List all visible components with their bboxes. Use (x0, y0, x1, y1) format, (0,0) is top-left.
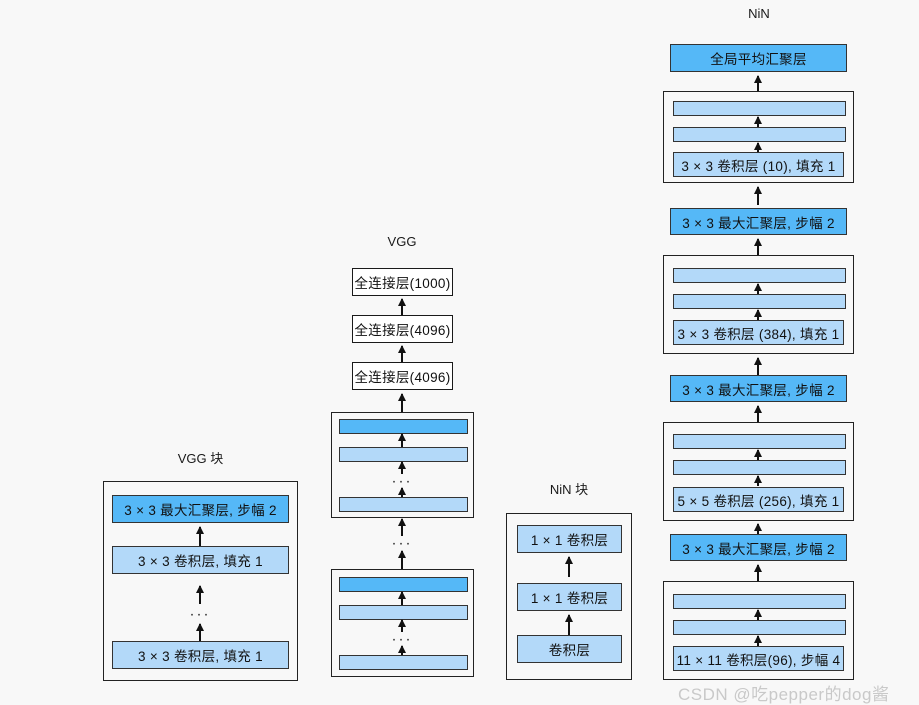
nin-title: NiN (748, 6, 770, 21)
nin-block-container (506, 513, 632, 680)
nin-stage-1-maxpool[interactable]: 3 × 3 最大汇聚层, 步幅 2 (670, 208, 847, 235)
vgg-title: VGG (387, 234, 417, 249)
vgg-block-title: VGG 块 (177, 451, 224, 466)
vgg-block-lower-ellipsis: ··· (391, 630, 413, 648)
nin-stage-2-conv[interactable]: 3 × 3 卷积层 (384), 填充 1 (673, 320, 844, 345)
vgg-block-layer-conv-top[interactable]: 3 × 3 卷积层, 填充 1 (112, 546, 289, 574)
nin-stage-3-maxpool[interactable]: 3 × 3 最大汇聚层, 步幅 2 (670, 534, 847, 561)
vgg-fc-4096-upper[interactable]: 全连接层(4096) (352, 315, 453, 343)
nin-block-conv[interactable]: 卷积层 (517, 635, 622, 663)
vgg-block-lower-container (331, 569, 474, 677)
nin-stage-3-bar-2[interactable] (673, 460, 846, 475)
watermark: CSDN @吃pepper的dog酱 (678, 685, 890, 704)
vgg-mid-ellipsis: ··· (391, 534, 413, 552)
vgg-block-ellipsis: ··· (189, 605, 211, 623)
vgg-fc-1000[interactable]: 全连接层(1000) (352, 268, 453, 296)
nin-stage-1-bar-1[interactable] (673, 101, 846, 116)
nin-stage-4-bar-2[interactable] (673, 620, 846, 635)
vgg-block-layer-conv-bottom[interactable]: 3 × 3 卷积层, 填充 1 (112, 641, 289, 669)
vgg-block-upper-bar-3[interactable] (339, 497, 468, 512)
vgg-block-lower-bar-1[interactable] (339, 577, 468, 592)
nin-stage-3-container (663, 422, 854, 521)
nin-global-avg-pool[interactable]: 全局平均汇聚层 (670, 44, 847, 72)
nin-block-conv1x1-mid[interactable]: 1 × 1 卷积层 (517, 583, 622, 611)
vgg-block-container (103, 481, 298, 681)
nin-stage-1-bar-2[interactable] (673, 127, 846, 142)
vgg-block-lower-bar-2[interactable] (339, 605, 468, 620)
nin-stage-1-container (663, 91, 854, 183)
nin-stage-2-bar-1[interactable] (673, 268, 846, 283)
vgg-block-upper-bar-2[interactable] (339, 447, 468, 462)
vgg-block-upper-ellipsis: ··· (391, 472, 413, 490)
nin-block-title: NiN 块 (549, 482, 589, 497)
nin-stage-2-bar-2[interactable] (673, 294, 846, 309)
vgg-block-upper-bar-1[interactable] (339, 419, 468, 434)
nin-stage-3-bar-1[interactable] (673, 434, 846, 449)
nin-stage-1-conv[interactable]: 3 × 3 卷积层 (10), 填充 1 (673, 152, 844, 177)
nin-stage-2-container (663, 255, 854, 354)
nin-stage-4-container (663, 581, 854, 680)
vgg-fc-4096-lower[interactable]: 全连接层(4096) (352, 362, 453, 390)
nin-stage-4-conv[interactable]: 11 × 11 卷积层(96), 步幅 4 (673, 646, 844, 671)
vgg-block-upper-container (331, 412, 474, 518)
nin-stage-3-conv[interactable]: 5 × 5 卷积层 (256), 填充 1 (673, 487, 844, 512)
vgg-block-layer-maxpool[interactable]: 3 × 3 最大汇聚层, 步幅 2 (112, 495, 289, 523)
nin-stage-2-maxpool[interactable]: 3 × 3 最大汇聚层, 步幅 2 (670, 375, 847, 402)
nin-block-conv1x1-top[interactable]: 1 × 1 卷积层 (517, 525, 622, 553)
nin-stage-4-bar-1[interactable] (673, 594, 846, 609)
vgg-block-lower-bar-3[interactable] (339, 655, 468, 670)
